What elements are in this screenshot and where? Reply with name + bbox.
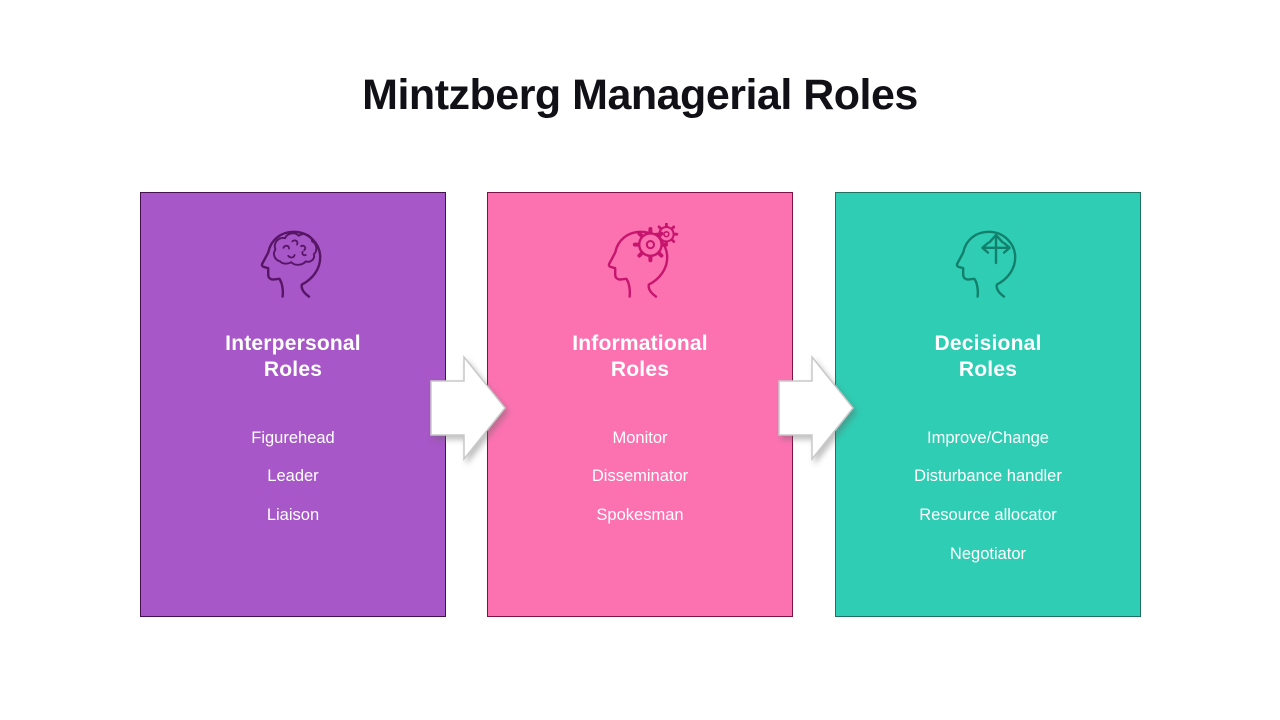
role-item: Improve/Change (927, 428, 1049, 447)
role-item: Negotiator (949, 544, 1027, 563)
role-item: Disseminator (591, 467, 689, 486)
head-gears-icon (600, 223, 680, 303)
role-item: Resource allocator (919, 505, 1057, 524)
role-item: Figurehead (251, 428, 335, 447)
right-arrow-icon (778, 354, 854, 462)
role-item: Leader (267, 467, 319, 486)
role-item: Spokesman (596, 505, 684, 524)
card-title-line2: Roles (610, 358, 670, 381)
card-title-line1: Interpersonal (225, 332, 361, 355)
card-title: Informational Roles (488, 331, 792, 383)
card-title-line1: Informational (572, 332, 708, 355)
page-title: Mintzberg Managerial Roles (362, 71, 918, 119)
right-arrow-shape (430, 354, 506, 462)
head-decision-icon (948, 223, 1028, 303)
card-title: Decisional Roles (836, 331, 1140, 383)
right-arrow-shape (778, 354, 854, 462)
card-title-line1: Decisional (934, 332, 1042, 355)
role-item: Monitor (612, 428, 668, 447)
card-title-line2: Roles (958, 358, 1018, 381)
card-title-line2: Roles (263, 358, 323, 381)
role-item: Disturbance handler (914, 467, 1062, 486)
right-arrow-icon (430, 354, 506, 462)
card-title: Interpersonal Roles (141, 331, 445, 383)
head-brain-icon (253, 223, 333, 303)
role-item: Liaison (266, 505, 320, 524)
